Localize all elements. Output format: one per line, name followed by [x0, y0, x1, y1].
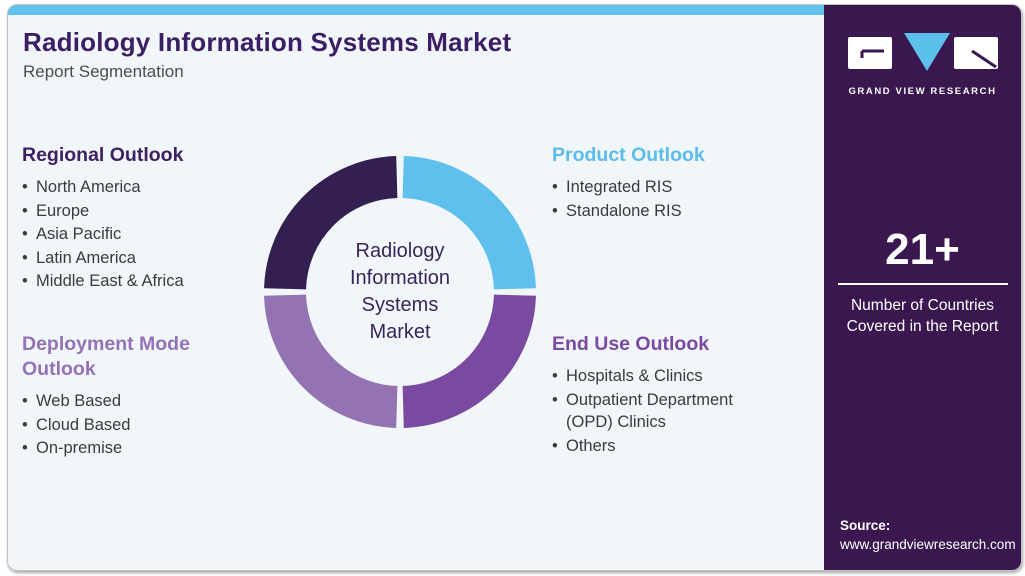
source-url: www.grandviewresearch.com — [840, 537, 1016, 552]
list-item: Systems — [361, 294, 439, 316]
donut-segment-regional-outlook — [264, 156, 399, 291]
section-list: Hospitals & ClinicsOutpatient Department… — [552, 365, 780, 457]
sidebar: GRAND VIEW RESEARCH 21+ Number of Countr… — [824, 5, 1021, 570]
list-item: Latin America — [22, 247, 257, 270]
stat-value: 21+ — [885, 225, 960, 274]
list-item: Middle East & Africa — [22, 270, 257, 293]
stat-divider — [837, 283, 1008, 285]
section-deployment-mode-outlook: Deployment Mode Outlook Web BasedCloud B… — [22, 332, 237, 461]
list-item: North America — [22, 176, 257, 199]
page-subtitle: Report Segmentation — [23, 62, 184, 81]
donut-chart-svg — [264, 156, 536, 428]
section-heading: End Use Outlook — [552, 333, 710, 355]
stat-caption: Number of Countries Covered in the Repor… — [847, 295, 999, 337]
section-list: North AmericaEuropeAsia PacificLatin Ame… — [22, 176, 257, 293]
list-item: Europe — [22, 200, 257, 223]
list-item: Asia Pacific — [22, 223, 257, 246]
section-end-use-outlook: End Use Outlook Hospitals & ClinicsOutpa… — [552, 332, 780, 458]
list-item: Integrated RIS — [552, 176, 797, 199]
list-item: On-premise — [22, 437, 237, 460]
section-heading: Regional Outlook — [22, 144, 184, 166]
list-item: Outpatient Department (OPD) Clinics — [552, 389, 780, 434]
list-item: Web Based — [22, 390, 237, 413]
infographic-card: Radiology Information Systems Market Rep… — [7, 4, 1022, 571]
accent-bar — [8, 5, 824, 15]
brand-name: GRAND VIEW RESEARCH — [848, 86, 997, 97]
list-item: Standalone RIS — [552, 200, 797, 223]
list-item: Others — [552, 435, 780, 458]
donut-segment-deployment-mode-outlook — [264, 293, 399, 428]
source-block: Source: www.grandviewresearch.com — [824, 516, 1016, 554]
donut-segment-product-outlook — [401, 156, 536, 291]
section-heading: Product Outlook — [552, 144, 705, 166]
brand-logo: GRAND VIEW RESEARCH — [847, 29, 998, 97]
header: Radiology Information Systems Market Rep… — [23, 27, 511, 82]
section-heading: Deployment Mode Outlook — [22, 333, 190, 380]
list-item: Radiology — [355, 240, 445, 262]
section-product-outlook: Product Outlook Integrated RISStandalone… — [552, 143, 797, 223]
stat-caption-line2: Covered in the Report — [846, 318, 999, 335]
stat-caption-line1: Number of Countries — [850, 297, 994, 314]
list-item: Cloud Based — [22, 414, 237, 437]
section-list: Web BasedCloud BasedOn-premise — [22, 390, 237, 460]
source-label: Source: — [840, 518, 891, 533]
list-item: Market — [369, 321, 431, 343]
section-regional-outlook: Regional Outlook North AmericaEuropeAsia… — [22, 143, 257, 294]
section-list: Integrated RISStandalone RIS — [552, 176, 797, 222]
list-item: Hospitals & Clinics — [552, 365, 780, 388]
list-item: Information — [349, 267, 451, 289]
donut-segment-end-use-outlook — [401, 293, 536, 428]
gvr-logo-icon — [847, 33, 998, 71]
page-title: Radiology Information Systems Market — [23, 27, 512, 57]
